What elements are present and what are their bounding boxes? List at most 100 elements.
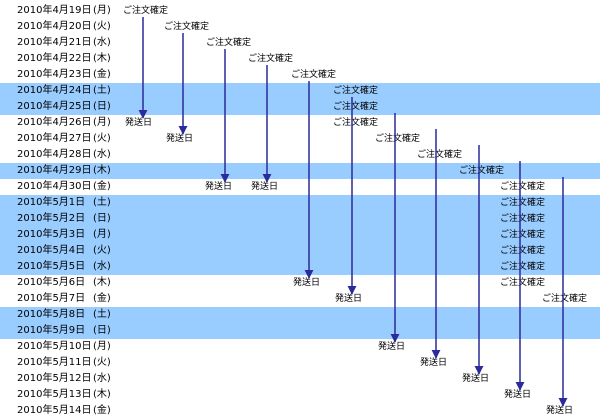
date-row: 2010年5月9日(日) (0, 323, 600, 339)
weekday-label: (金) (93, 293, 111, 304)
ship-date-label: 発送日 (205, 182, 233, 192)
date-label: 2010年5月9日 (17, 325, 86, 336)
date-label: 2010年4月19日 (17, 5, 92, 16)
weekday-label: (木) (93, 389, 111, 400)
order-confirmed-label: ご注文確定 (333, 102, 379, 112)
date-row: 2010年4月22日(木) (0, 51, 600, 67)
date-row: 2010年5月11日(火) (0, 355, 600, 371)
order-confirmed-label: ご注文確定 (500, 198, 546, 208)
date-label: 2010年5月7日 (17, 293, 86, 304)
weekday-label: (木) (93, 277, 111, 288)
ship-date-label: 発送日 (251, 182, 279, 192)
date-row: 2010年4月25日(日) (0, 99, 600, 115)
ship-date-label: 発送日 (420, 358, 448, 368)
ship-date-label: 発送日 (462, 374, 490, 384)
order-confirmed-label: ご注文確定 (123, 6, 169, 16)
date-row: 2010年5月14日(金) (0, 403, 600, 419)
date-row: 2010年4月28日(水) (0, 147, 600, 163)
date-row: 2010年5月10日(月) (0, 339, 600, 355)
date-label: 2010年5月14日 (17, 405, 92, 416)
date-label: 2010年4月22日 (17, 53, 92, 64)
date-row: 2010年4月21日(水) (0, 35, 600, 51)
date-label: 2010年5月8日 (17, 309, 86, 320)
date-row: 2010年5月2日 (日) (0, 211, 600, 227)
weekday-label: (土) (93, 309, 111, 320)
date-row: 2010年5月7日 (金) (0, 291, 600, 307)
date-label: 2010年4月25日 (17, 101, 92, 112)
date-row: 2010年5月1日 (土) (0, 195, 600, 211)
weekday-label: (月) (93, 341, 111, 352)
date-row: 2010年4月29日(木) (0, 163, 600, 179)
weekday-label: (日) (93, 213, 111, 224)
date-row: 2010年5月8日 (土) (0, 307, 600, 323)
weekday-label: (火) (93, 133, 111, 144)
weekday-label: (月) (93, 229, 111, 240)
weekday-label: (水) (93, 373, 111, 384)
date-row: 2010年4月23日(金) (0, 67, 600, 83)
order-confirmed-label: ご注文確定 (500, 182, 546, 192)
date-label: 2010年5月6日 (17, 277, 86, 288)
date-row: 2010年5月5日 (水) (0, 259, 600, 275)
weekday-label: (水) (93, 261, 111, 272)
date-row: 2010年4月26日(月) (0, 115, 600, 131)
date-label: 2010年4月24日 (17, 85, 92, 96)
date-label: 2010年4月20日 (17, 21, 92, 32)
weekday-label: (金) (93, 181, 111, 192)
date-row: 2010年5月6日 (木) (0, 275, 600, 291)
weekday-label: (月) (93, 117, 111, 128)
date-label: 2010年4月21日 (17, 37, 92, 48)
date-row: 2010年4月24日(土) (0, 83, 600, 99)
date-label: 2010年5月1日 (17, 197, 86, 208)
order-confirmed-label: ご注文確定 (500, 214, 546, 224)
weekday-label: (水) (93, 149, 111, 160)
date-label: 2010年5月5日 (17, 261, 86, 272)
order-confirmed-label: ご注文確定 (542, 294, 588, 304)
date-label: 2010年4月30日 (17, 181, 92, 192)
date-label: 2010年5月10日 (17, 341, 92, 352)
weekday-label: (土) (93, 85, 111, 96)
weekday-label: (木) (93, 53, 111, 64)
order-confirmed-label: ご注文確定 (459, 166, 505, 176)
date-label: 2010年5月12日 (17, 373, 92, 384)
date-label: 2010年5月3日 (17, 229, 86, 240)
date-row: 2010年5月12日(水) (0, 371, 600, 387)
date-row: 2010年5月4日 (火) (0, 243, 600, 259)
order-confirmed-label: ご注文確定 (333, 118, 379, 128)
ship-date-label: 発送日 (546, 406, 574, 416)
date-label: 2010年4月23日 (17, 69, 92, 80)
ship-date-label: 発送日 (293, 278, 321, 288)
weekday-label: (月) (93, 5, 111, 16)
date-label: 2010年4月27日 (17, 133, 92, 144)
weekday-label: (火) (93, 21, 111, 32)
ship-date-label: 発送日 (504, 390, 532, 400)
date-label: 2010年5月2日 (17, 213, 86, 224)
order-confirmed-label: ご注文確定 (500, 246, 546, 256)
order-confirmed-label: ご注文確定 (333, 86, 379, 96)
date-label: 2010年4月26日 (17, 117, 92, 128)
weekday-label: (火) (93, 357, 111, 368)
weekday-label: (土) (93, 197, 111, 208)
order-confirmed-label: ご注文確定 (291, 70, 337, 80)
date-label: 2010年5月4日 (17, 245, 86, 256)
ship-date-label: 発送日 (378, 342, 406, 352)
date-row: 2010年4月27日(火) (0, 131, 600, 147)
date-label: 2010年5月13日 (17, 389, 92, 400)
order-confirmed-label: ご注文確定 (248, 54, 294, 64)
date-row: 2010年4月30日(金) (0, 179, 600, 195)
ship-date-label: 発送日 (166, 134, 194, 144)
date-label: 2010年4月29日 (17, 165, 92, 176)
weekday-label: (木) (93, 165, 111, 176)
weekday-label: (水) (93, 37, 111, 48)
order-confirmed-label: ご注文確定 (164, 22, 210, 32)
weekday-label: (日) (93, 101, 111, 112)
order-confirmed-label: ご注文確定 (500, 230, 546, 240)
ship-date-label: 発送日 (335, 294, 363, 304)
order-confirmed-label: ご注文確定 (500, 262, 546, 272)
date-row: 2010年4月19日(月) (0, 3, 600, 19)
weekday-label: (火) (93, 245, 111, 256)
weekday-label: (金) (93, 69, 111, 80)
date-label: 2010年4月28日 (17, 149, 92, 160)
date-label: 2010年5月11日 (17, 357, 92, 368)
order-confirmed-label: ご注文確定 (500, 278, 546, 288)
